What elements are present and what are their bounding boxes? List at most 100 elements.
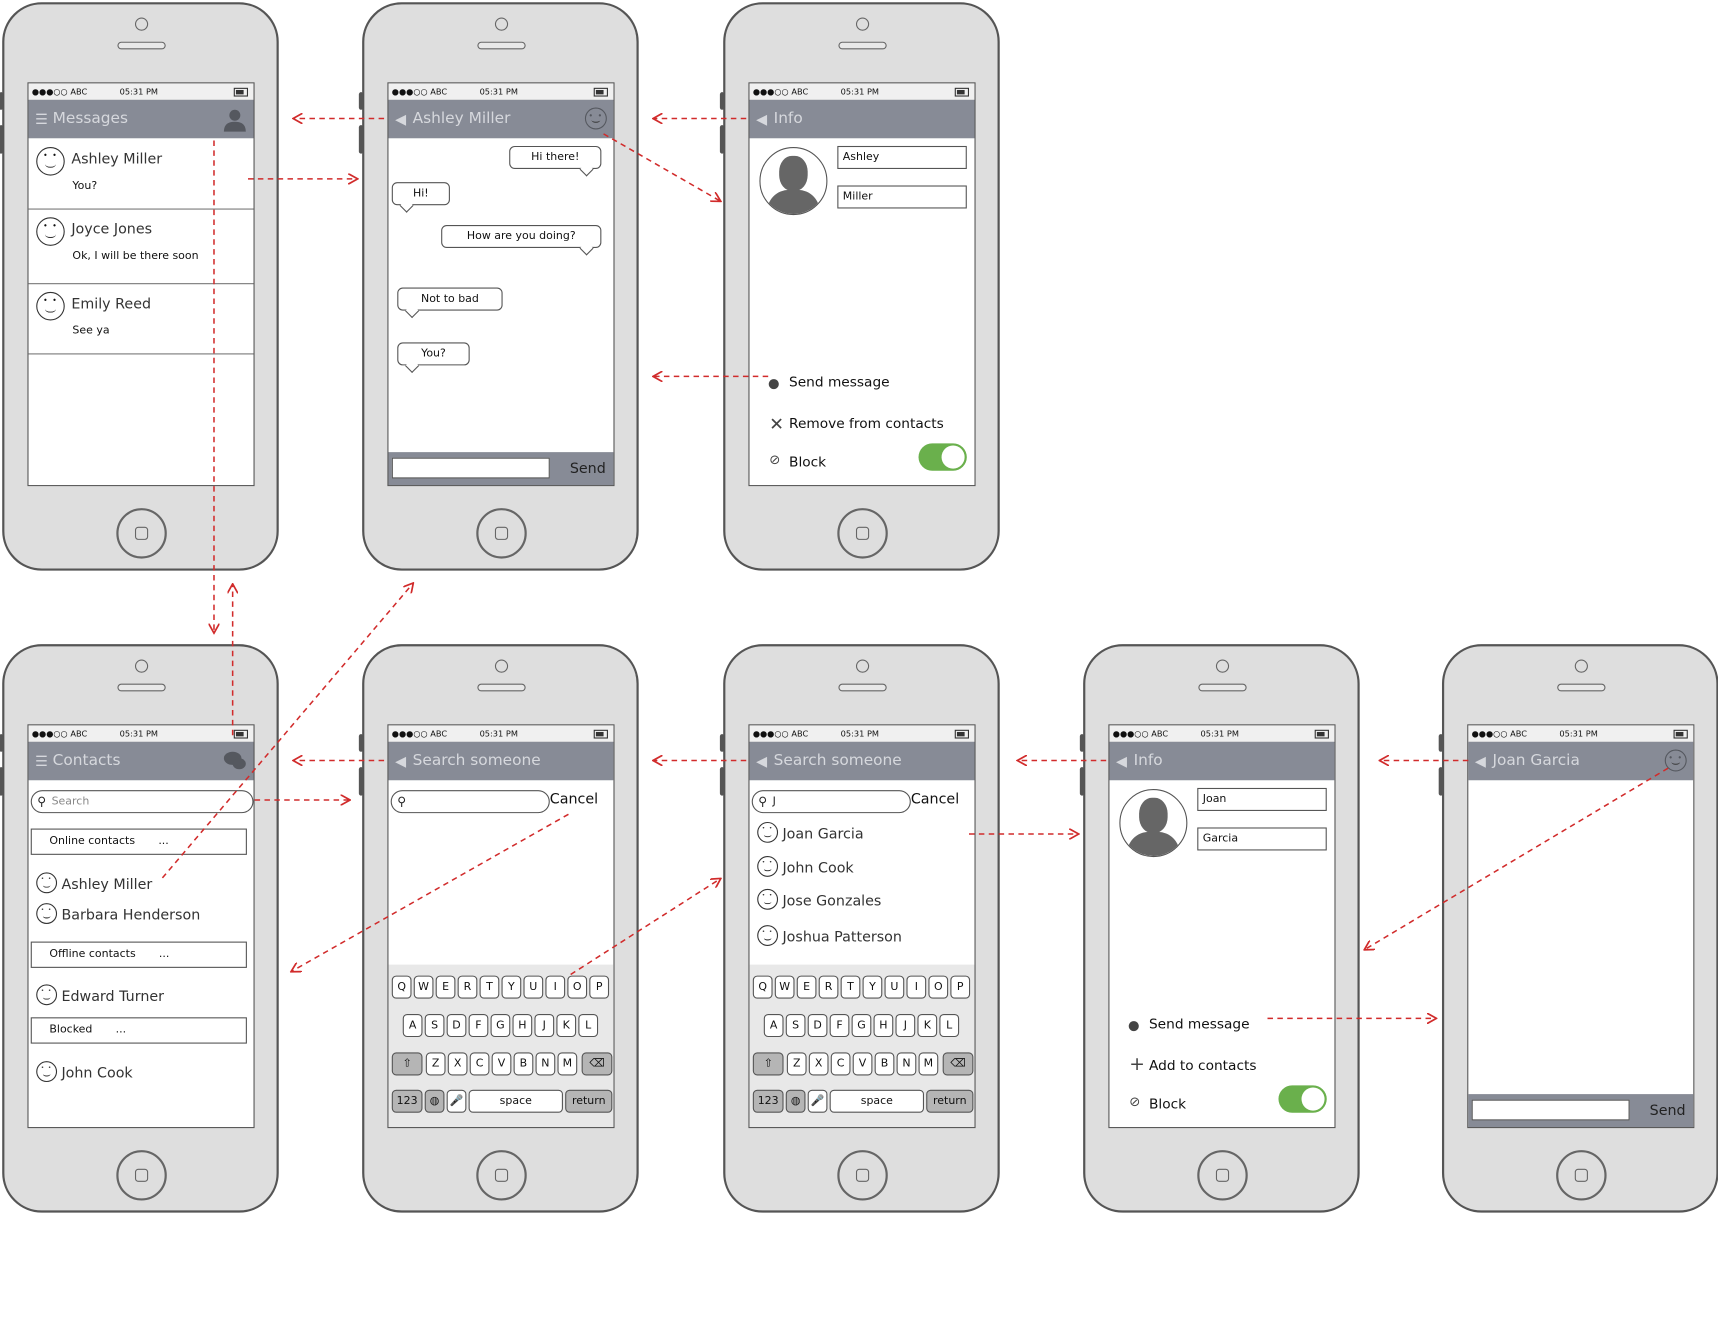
home-button[interactable]	[476, 1150, 527, 1201]
hamburger-icon[interactable]: ☰	[35, 111, 48, 129]
key-f[interactable]: F	[829, 1013, 850, 1038]
microphone-key[interactable]: 🎤	[446, 1089, 467, 1113]
search-result[interactable]: Joan Garcia	[757, 821, 864, 843]
search-input[interactable]: ⚲	[390, 790, 550, 814]
key-u[interactable]: U	[884, 975, 905, 999]
key-m[interactable]: M	[918, 1052, 939, 1076]
globe-key[interactable]: ◍	[424, 1089, 445, 1113]
microphone-key[interactable]: 🎤	[807, 1089, 828, 1113]
key-i[interactable]: I	[906, 975, 927, 999]
numbers-key[interactable]: 123	[752, 1089, 784, 1113]
key-q[interactable]: Q	[391, 975, 412, 999]
key-z[interactable]: Z	[786, 1052, 807, 1076]
key-e[interactable]: E	[796, 975, 817, 999]
block-toggle[interactable]	[1278, 1085, 1327, 1113]
section-blocked[interactable]: Blocked ...	[30, 1017, 247, 1044]
key-k[interactable]: K	[917, 1013, 938, 1038]
key-g[interactable]: G	[490, 1013, 511, 1038]
cancel-button[interactable]: Cancel	[549, 791, 599, 808]
key-y[interactable]: Y	[862, 975, 883, 999]
key-o[interactable]: O	[928, 975, 949, 999]
key-i[interactable]: I	[545, 975, 566, 999]
search-result[interactable]: Joshua Patterson	[757, 925, 902, 946]
key-e[interactable]: E	[435, 975, 456, 999]
send-button[interactable]: Send	[569, 460, 606, 478]
last-name-field[interactable]: Garcia	[1197, 827, 1327, 851]
key-u[interactable]: U	[523, 975, 544, 999]
smiley-icon[interactable]	[584, 107, 607, 130]
key-q[interactable]: Q	[752, 975, 773, 999]
add-contact-button[interactable]: Add to contacts	[1148, 1056, 1257, 1074]
key-x[interactable]: X	[808, 1052, 829, 1076]
key-x[interactable]: X	[447, 1052, 468, 1076]
key-b[interactable]: B	[513, 1052, 534, 1076]
key-j[interactable]: J	[534, 1013, 555, 1038]
first-name-field[interactable]: Ashley	[837, 145, 967, 169]
conversation-row[interactable]: Emily Reed See ya	[28, 283, 254, 355]
search-input[interactable]: ⚲ Search	[30, 790, 254, 814]
globe-key[interactable]: ◍	[785, 1089, 806, 1113]
cancel-button[interactable]: Cancel	[910, 791, 960, 808]
backspace-key[interactable]: ⌫	[581, 1052, 613, 1076]
back-arrow-icon[interactable]: ◀	[1116, 753, 1128, 771]
key-y[interactable]: Y	[501, 975, 522, 999]
key-r[interactable]: R	[818, 975, 839, 999]
key-w[interactable]: W	[774, 975, 795, 999]
key-t[interactable]: T	[840, 975, 861, 999]
back-arrow-icon[interactable]: ◀	[1474, 753, 1486, 771]
section-offline[interactable]: Offline contacts ...	[30, 941, 247, 968]
contact-item[interactable]: Barbara Henderson	[36, 903, 200, 925]
section-online[interactable]: Online contacts ...	[30, 828, 247, 855]
key-c[interactable]: C	[469, 1052, 490, 1076]
back-arrow-icon[interactable]: ◀	[395, 111, 407, 129]
home-button[interactable]	[837, 508, 888, 559]
key-v[interactable]: V	[852, 1052, 873, 1076]
key-h[interactable]: H	[873, 1013, 894, 1038]
person-icon[interactable]	[223, 108, 247, 132]
key-n[interactable]: N	[535, 1052, 556, 1076]
key-d[interactable]: D	[446, 1013, 467, 1038]
key-l[interactable]: L	[578, 1013, 599, 1038]
return-key[interactable]: return	[565, 1089, 613, 1113]
key-j[interactable]: J	[895, 1013, 916, 1038]
key-s[interactable]: S	[424, 1013, 445, 1038]
key-h[interactable]: H	[512, 1013, 533, 1038]
home-button[interactable]	[116, 1150, 167, 1201]
back-arrow-icon[interactable]: ◀	[756, 111, 768, 129]
shift-key[interactable]: ⇧	[391, 1052, 423, 1076]
key-a[interactable]: A	[402, 1013, 423, 1038]
home-button[interactable]	[116, 508, 167, 559]
shift-key[interactable]: ⇧	[752, 1052, 784, 1076]
space-key[interactable]: space	[468, 1089, 563, 1113]
key-f[interactable]: F	[468, 1013, 489, 1038]
smiley-icon[interactable]	[1664, 749, 1687, 772]
hamburger-icon[interactable]: ☰	[35, 753, 48, 771]
key-k[interactable]: K	[556, 1013, 577, 1038]
block-toggle[interactable]	[918, 443, 967, 471]
contact-item[interactable]: Edward Turner	[36, 984, 164, 1006]
key-c[interactable]: C	[830, 1052, 851, 1076]
search-result[interactable]: John Cook	[757, 855, 854, 877]
message-input[interactable]	[391, 457, 550, 479]
key-m[interactable]: M	[557, 1052, 578, 1076]
return-key[interactable]: return	[926, 1089, 974, 1113]
key-g[interactable]: G	[851, 1013, 872, 1038]
key-p[interactable]: P	[589, 975, 610, 999]
key-a[interactable]: A	[763, 1013, 784, 1038]
key-s[interactable]: S	[785, 1013, 806, 1038]
home-button[interactable]	[1197, 1150, 1248, 1201]
key-b[interactable]: B	[874, 1052, 895, 1076]
back-arrow-icon[interactable]: ◀	[395, 753, 407, 771]
key-n[interactable]: N	[896, 1052, 917, 1076]
key-w[interactable]: W	[413, 975, 434, 999]
first-name-field[interactable]: Joan	[1197, 787, 1327, 811]
back-arrow-icon[interactable]: ◀	[756, 753, 768, 771]
key-t[interactable]: T	[479, 975, 500, 999]
contact-item[interactable]: Ashley Miller	[36, 872, 152, 894]
key-p[interactable]: P	[950, 975, 971, 999]
backspace-key[interactable]: ⌫	[942, 1052, 974, 1076]
home-button[interactable]	[837, 1150, 888, 1201]
conversation-row[interactable]: Ashley Miller You?	[28, 138, 254, 210]
send-button[interactable]: Send	[1649, 1102, 1686, 1120]
contact-item[interactable]: John Cook	[36, 1061, 133, 1083]
